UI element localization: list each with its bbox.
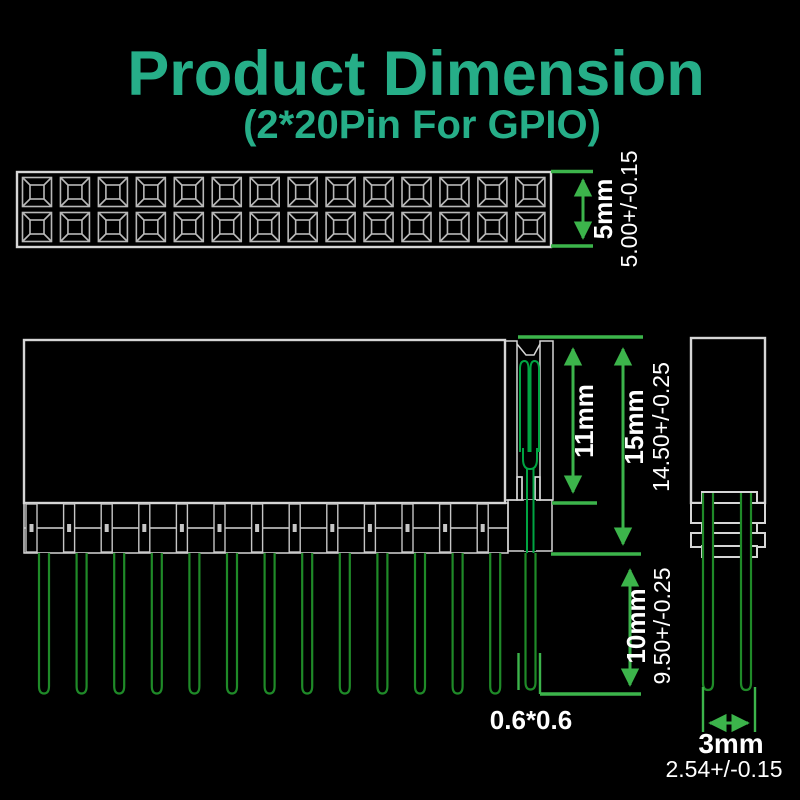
end-view bbox=[689, 336, 767, 692]
dim-socket-height: 5mm 5.00+/-0.15 bbox=[551, 150, 642, 268]
socket-cavity bbox=[515, 176, 546, 208]
header-pin bbox=[113, 553, 126, 695]
socket-cavity bbox=[439, 176, 470, 208]
dimension-annotations: 5mm 5.00+/-0.15 11mm 15mm 14.50+/-0.25 1… bbox=[490, 150, 783, 782]
socket-cavity bbox=[401, 176, 432, 208]
sectioned-pin bbox=[524, 553, 537, 691]
socket-cavity bbox=[211, 211, 243, 243]
socket-cavity bbox=[439, 211, 470, 243]
dim-row-pitch: 3mm 2.54+/-0.15 bbox=[665, 687, 783, 782]
header-pin bbox=[225, 553, 239, 695]
dim-pin-length: 10mm 9.50+/-0.25 bbox=[540, 567, 675, 696]
end-view-pin bbox=[701, 493, 715, 692]
header-pin bbox=[37, 553, 51, 695]
pin-post bbox=[250, 503, 264, 553]
pin-post bbox=[100, 503, 113, 553]
header-pin bbox=[338, 553, 351, 695]
dim-label-15mm: 15mm bbox=[619, 389, 649, 464]
socket-cavity bbox=[173, 211, 205, 243]
dim-label-5mm: 5mm bbox=[588, 179, 618, 240]
socket-grid bbox=[21, 176, 546, 243]
entry-funnel bbox=[516, 343, 541, 356]
end-view-body bbox=[689, 336, 767, 505]
socket-cavity bbox=[515, 211, 546, 243]
socket-cavity bbox=[135, 176, 167, 208]
socket-cavity bbox=[477, 176, 508, 208]
socket-cavity bbox=[211, 176, 243, 208]
header-pin bbox=[75, 553, 88, 695]
socket-cavity bbox=[249, 176, 280, 208]
section-right-wall bbox=[539, 340, 554, 501]
socket-cavity bbox=[135, 211, 167, 243]
pin-post bbox=[438, 503, 452, 553]
dim-label-pin-section: 0.6*0.6 bbox=[490, 705, 572, 735]
pin-post bbox=[288, 503, 301, 553]
socket-cavity bbox=[363, 176, 394, 208]
contact-spring bbox=[519, 359, 540, 471]
header-pin bbox=[263, 553, 276, 695]
pin-post bbox=[326, 503, 339, 553]
header-pin bbox=[188, 553, 201, 695]
socket-cavity bbox=[325, 176, 356, 208]
dim-pin-cross-section: 0.6*0.6 bbox=[490, 653, 572, 735]
dim-tol-15mm: 14.50+/-0.25 bbox=[648, 362, 674, 492]
pin-post bbox=[25, 503, 38, 553]
header-pin bbox=[376, 553, 389, 695]
carrier-posts bbox=[25, 503, 489, 553]
top-view-body bbox=[15, 170, 553, 249]
socket-cavity bbox=[363, 211, 394, 243]
dim-insulator-height: 11mm bbox=[518, 335, 643, 505]
socket-cavity bbox=[21, 211, 53, 243]
contact-tail bbox=[526, 469, 535, 553]
pin-post bbox=[138, 503, 151, 553]
dim-label-3mm: 3mm bbox=[698, 728, 763, 759]
section-cutaway bbox=[504, 340, 554, 691]
header-pin bbox=[451, 553, 464, 695]
socket-cavity bbox=[21, 176, 53, 208]
pin-post bbox=[62, 503, 76, 553]
heading: Product Dimension (2*20Pin For GPIO) bbox=[127, 39, 705, 147]
socket-cavity bbox=[287, 211, 318, 243]
socket-cavity bbox=[477, 211, 508, 243]
socket-cavity bbox=[97, 211, 129, 243]
header-pin bbox=[301, 553, 314, 695]
dim-tol-5mm: 5.00+/-0.15 bbox=[616, 150, 642, 267]
pin-post bbox=[363, 503, 377, 553]
header-pin bbox=[413, 553, 427, 695]
dim-tol-3mm: 2.54+/-0.15 bbox=[665, 756, 782, 782]
header-pin bbox=[489, 553, 502, 695]
pin-post bbox=[401, 503, 414, 553]
dim-label-11mm: 11mm bbox=[569, 384, 599, 458]
end-view-pin bbox=[739, 493, 753, 692]
socket-cavity bbox=[97, 176, 129, 208]
dim-label-10mm: 10mm bbox=[621, 588, 651, 663]
dim-total-height: 15mm 14.50+/-0.25 bbox=[551, 347, 674, 556]
socket-cavity bbox=[287, 176, 318, 208]
top-view bbox=[15, 170, 553, 249]
dim-tol-10mm: 9.50+/-0.25 bbox=[649, 567, 675, 684]
side-view bbox=[22, 338, 554, 695]
end-view-pins bbox=[701, 493, 753, 692]
socket-cavity bbox=[59, 176, 91, 208]
socket-cavity bbox=[173, 176, 205, 208]
pin-post bbox=[476, 503, 489, 553]
pin-post bbox=[213, 503, 226, 553]
header-pin bbox=[150, 553, 163, 695]
socket-cavity bbox=[401, 211, 432, 243]
side-view-pins bbox=[37, 553, 502, 695]
side-view-body bbox=[22, 338, 507, 505]
page-title: Product Dimension bbox=[127, 39, 705, 109]
socket-cavity bbox=[59, 211, 91, 243]
section-left-wall bbox=[504, 340, 518, 501]
socket-cavity bbox=[325, 211, 356, 243]
socket-cavity bbox=[249, 211, 280, 243]
page-subtitle: (2*20Pin For GPIO) bbox=[243, 103, 601, 147]
pin-post bbox=[175, 503, 189, 553]
